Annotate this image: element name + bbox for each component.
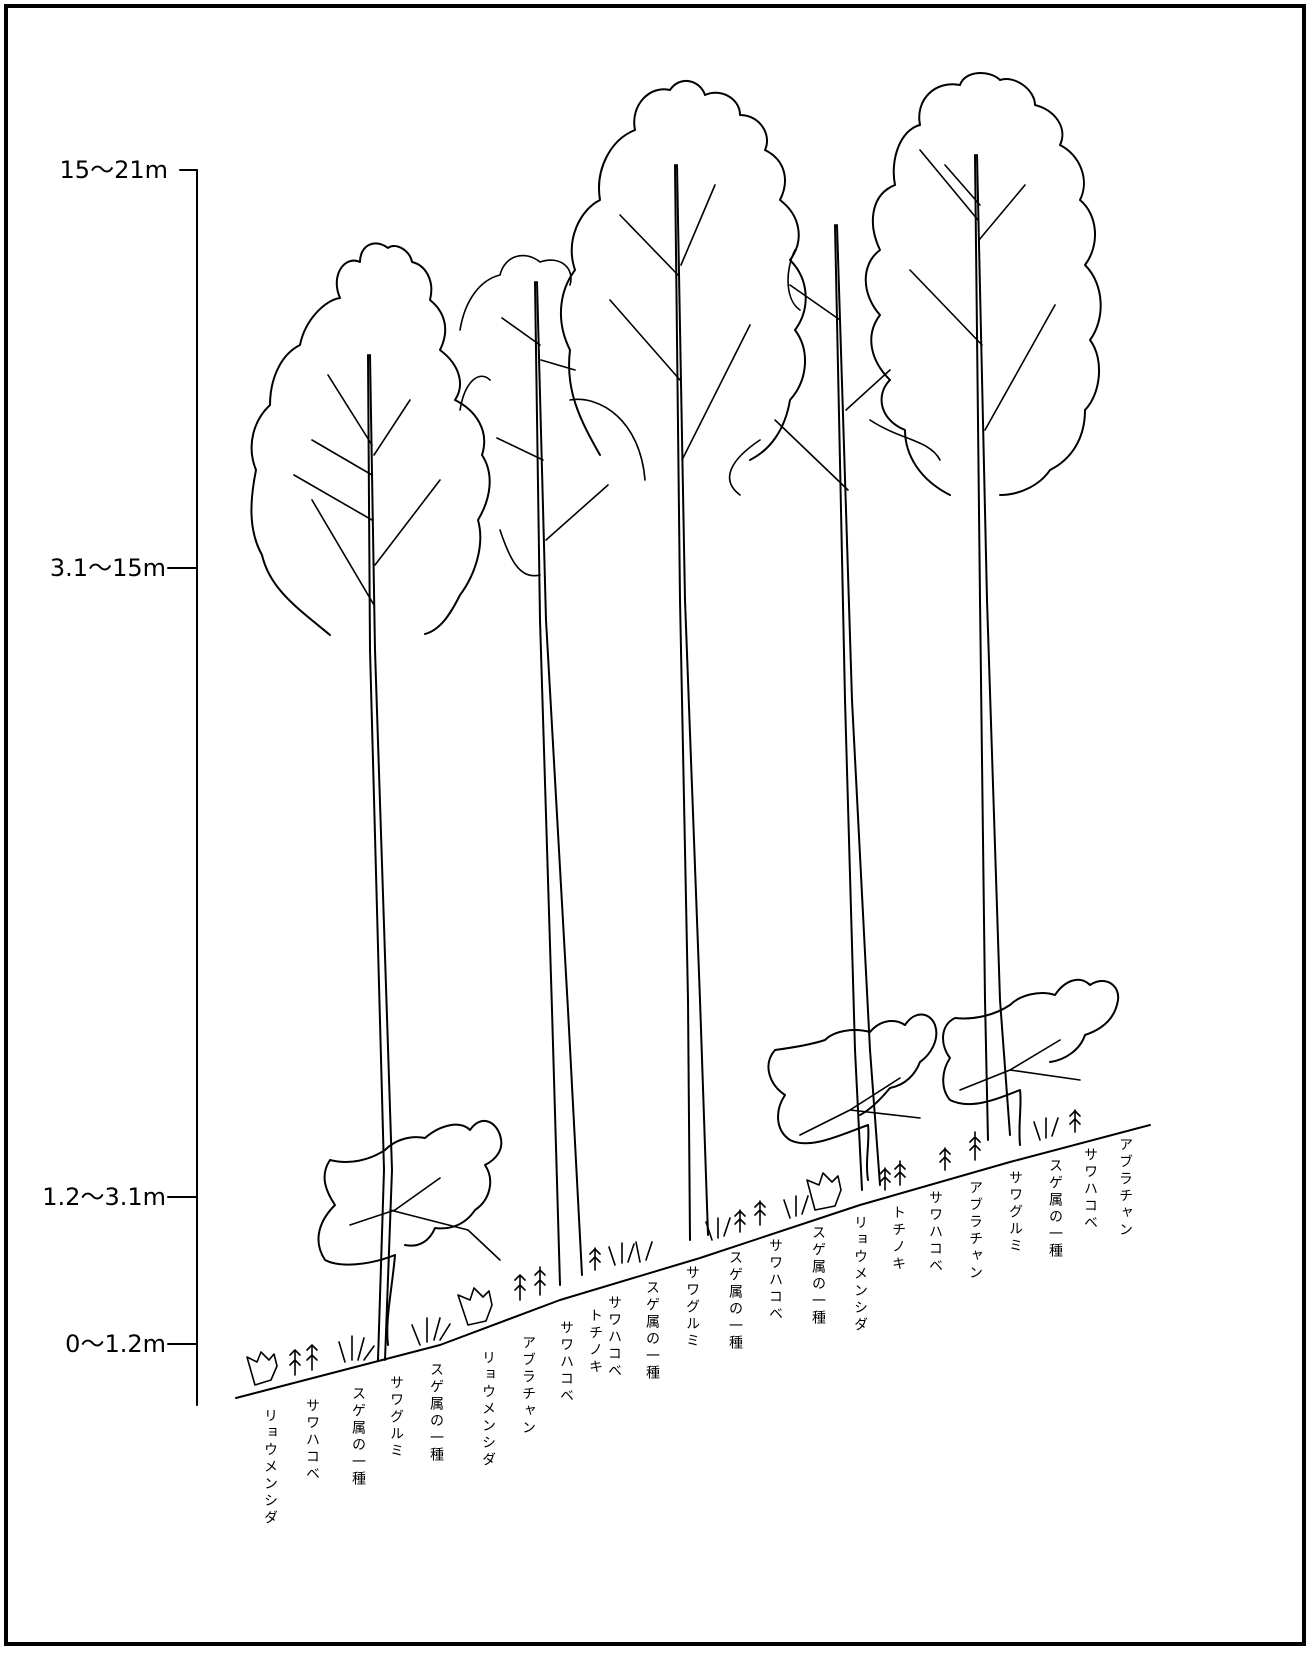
species-label: スゲ属の一種 [428,1362,444,1464]
species-label: サワハコベ [606,1295,622,1380]
herbs-6 [1034,1110,1080,1140]
species-labels: リョウメンシダサワハコベスゲ属の一種サワグルミスゲ属の一種リョウメンシダアブラチ… [262,1137,1133,1527]
tree-4 [730,225,940,1190]
tree-5-trunk-left [975,155,988,1140]
shrub-3-veins [960,1040,1080,1090]
tree-2-crown-fragments [460,376,645,576]
species-label: アブラチャン [1117,1137,1133,1239]
tree-4-trunk-left [835,225,862,1190]
herbs-5 [755,1196,808,1225]
tree-4-trunk-right [837,225,880,1185]
species-label: サワハコベ [767,1238,783,1323]
tree-4-branches [775,285,890,490]
tree-2-crown-top [460,256,571,330]
tree-5 [866,73,1101,1140]
species-label: スゲ属の一種 [727,1250,743,1352]
species-label: トチノキ [587,1308,603,1376]
species-label: リョウメンシダ [852,1215,868,1334]
shrub-2 [768,1014,936,1180]
scale-label-canopy: 15〜21m [60,156,168,184]
species-label: サワハコベ [1082,1147,1098,1232]
fern-3 [807,1173,841,1210]
chickweed-1 [290,1345,317,1375]
scale-label-subcanopy: 3.1〜15m [50,554,166,582]
species-label: リョウメンシダ [262,1408,278,1527]
chickweed-4 [940,1132,980,1170]
scale-label-herb: 0〜1.2m [65,1330,166,1358]
shrub-1-veins [350,1178,500,1260]
tree-2 [460,256,645,1285]
fern-1 [247,1352,277,1385]
species-label: リョウメンシダ [480,1350,496,1469]
shrub-2-leaf [768,1014,936,1180]
shrub-2-veins [800,1078,920,1135]
tree-2-branches [497,318,608,540]
tree-5-trunk-right [977,155,1010,1135]
shrub-3-leaf [943,980,1118,1145]
species-label: アブラチャン [967,1180,983,1282]
species-label: スゲ属の一種 [644,1280,660,1382]
species-label: スゲ属の一種 [1047,1158,1063,1260]
species-label: サワグルミ [1007,1170,1023,1255]
chickweed-2 [515,1267,545,1300]
tree-1 [251,243,489,1360]
chickweed-3 [880,1161,905,1190]
tree-2-trunk-right [537,282,582,1275]
herb-layer [247,1110,1080,1385]
herbs-4 [706,1210,745,1240]
shrub-1 [318,1121,501,1345]
species-label: トチノキ [890,1205,906,1273]
tree-1-branches [294,375,440,605]
species-label: スゲ属の一種 [810,1225,826,1327]
species-label: サワハコベ [558,1320,574,1405]
species-label: サワグルミ [684,1265,700,1350]
tree-2-trunk-left [535,282,560,1285]
tree-3-trunk-left [675,165,690,1240]
tree-1-trunk-right [370,355,392,1360]
species-label: サワハコベ [304,1398,320,1483]
species-label: アブラチャン [520,1335,536,1437]
species-label: サワハコベ [927,1190,943,1275]
herbs-3 [590,1242,652,1270]
species-label: サワグルミ [388,1375,404,1460]
tree-4-crown-fragments [730,250,940,495]
sedge-1 [339,1336,374,1362]
shrub-1-leaf [318,1121,501,1345]
fern-2 [458,1288,492,1325]
species-label: スゲ属の一種 [350,1386,366,1488]
height-scale: 15〜21m 3.1〜15m 1.2〜3.1m 0〜1.2m [42,156,197,1405]
sedge-2 [412,1318,450,1345]
shrub-3 [943,980,1118,1145]
scale-label-shrub: 1.2〜3.1m [42,1183,166,1211]
